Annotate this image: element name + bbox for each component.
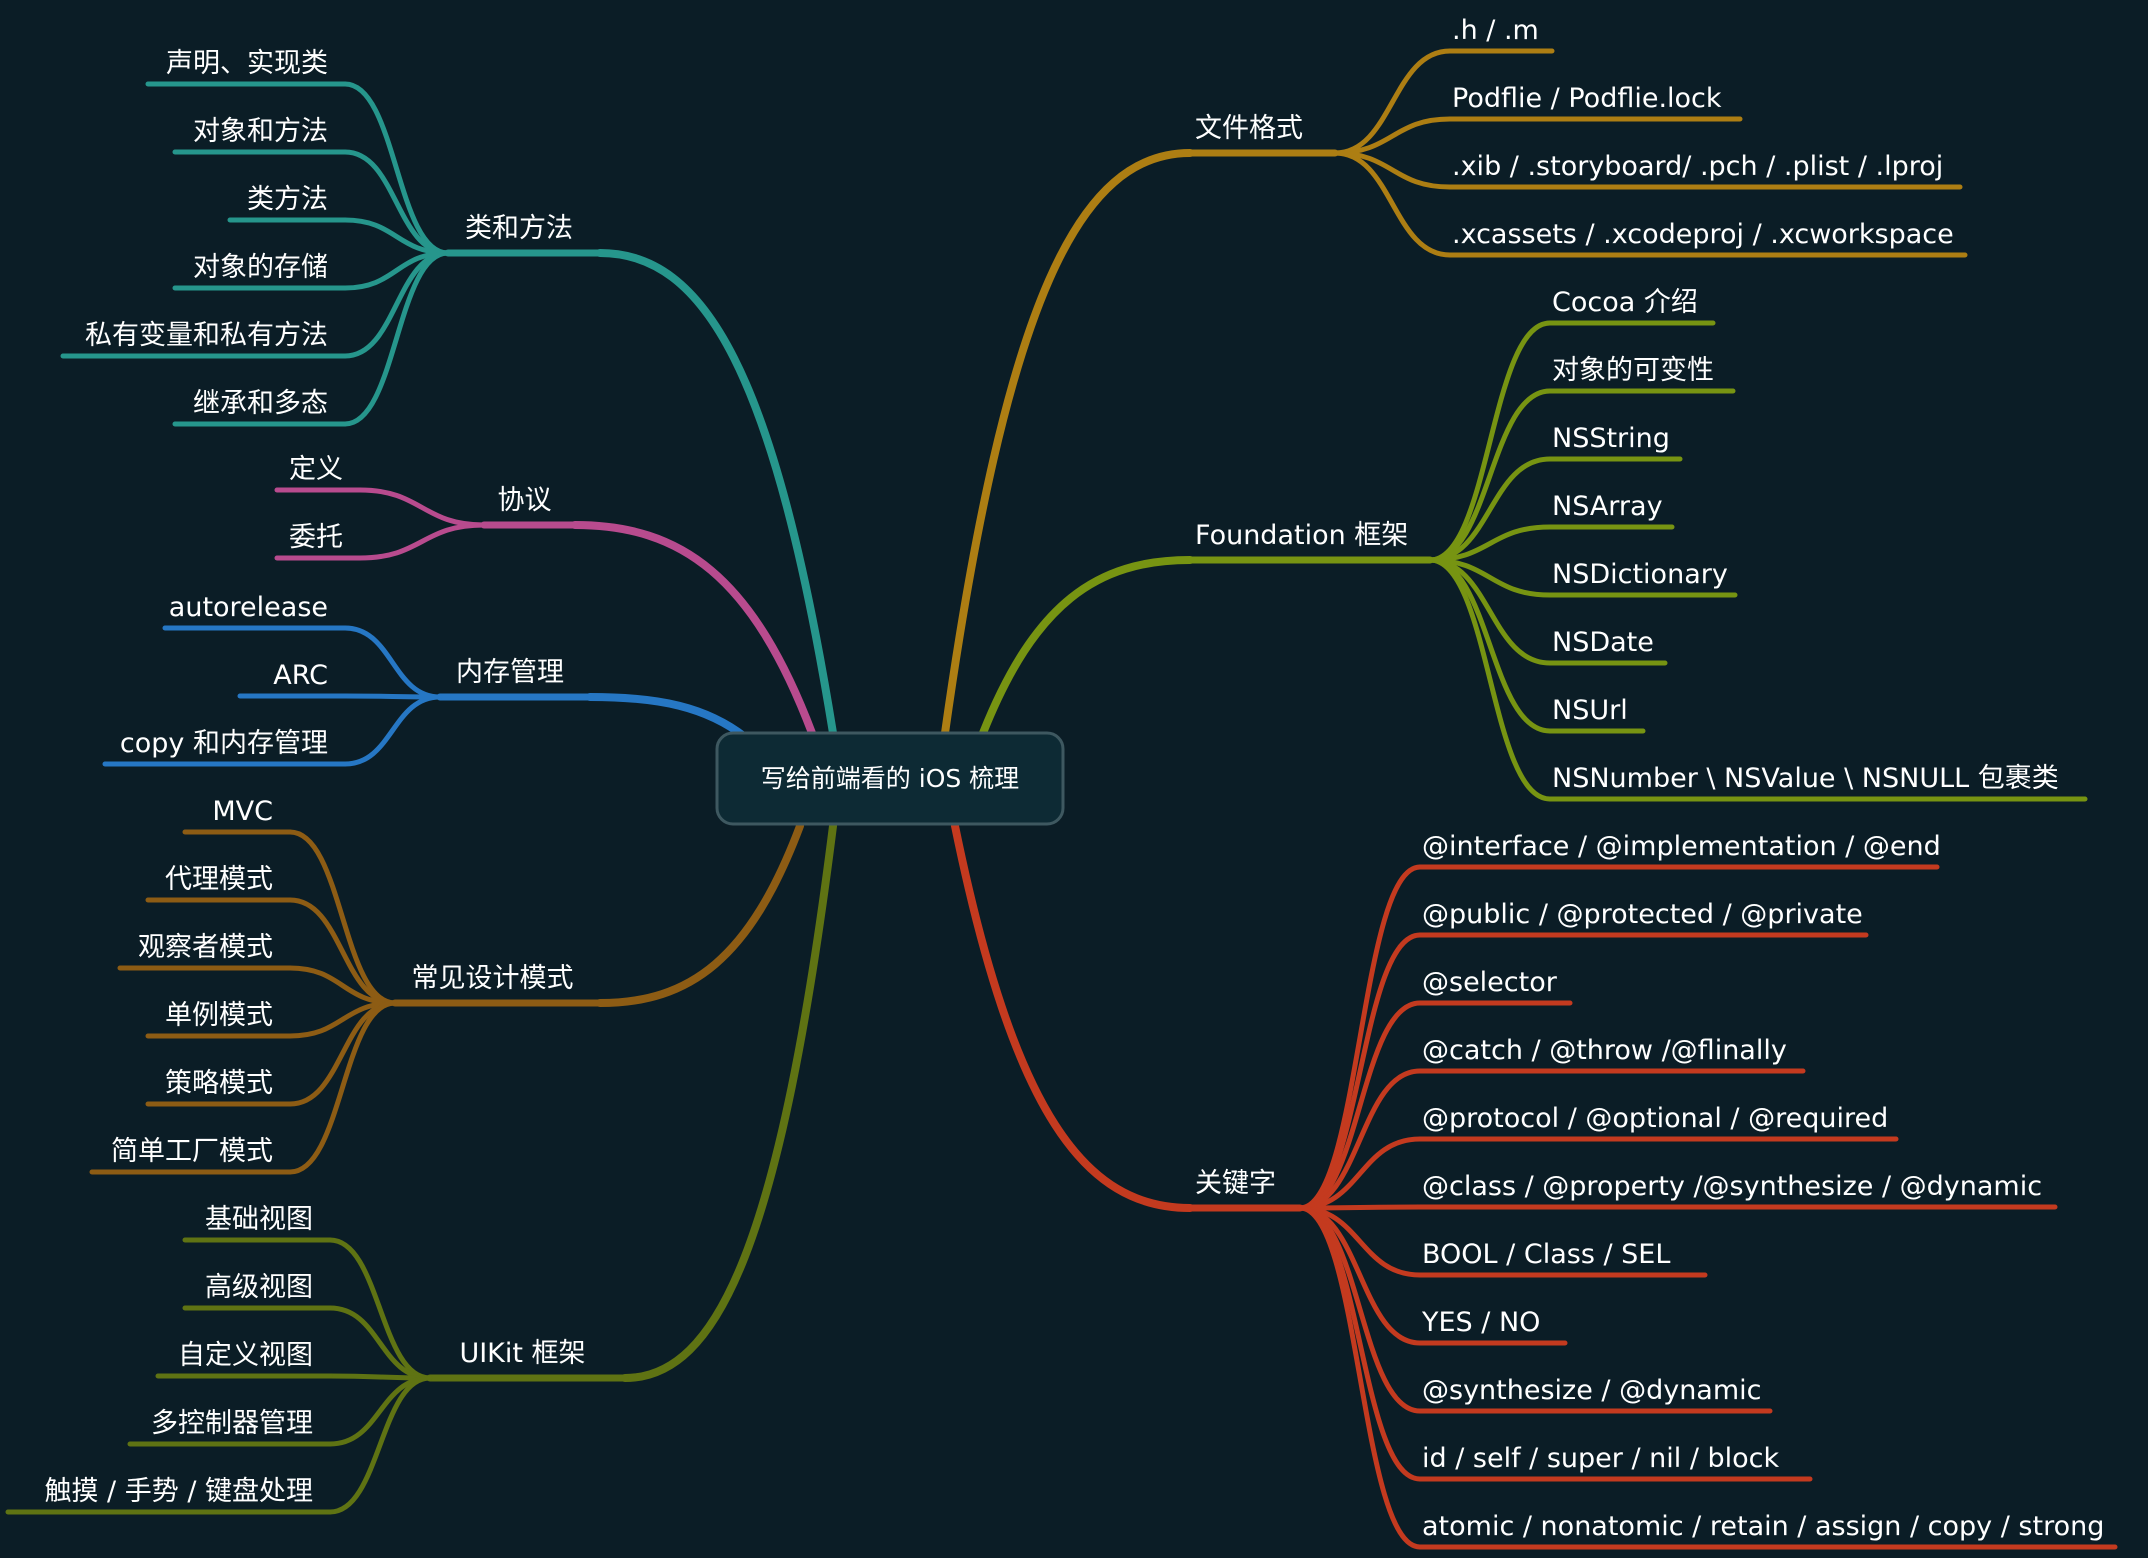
connector-foundation-6 — [1427, 557, 1553, 734]
leaf-label[interactable]: 声明、实现类 — [166, 48, 328, 79]
connector-layer — [5, 48, 2118, 1550]
connector-files-1 — [1332, 116, 1453, 156]
connector-protocol — [571, 521, 816, 737]
connector-keywords-3 — [1297, 1068, 1423, 1211]
leaf-label[interactable]: 自定义视图 — [178, 1340, 313, 1371]
connector-keywords-10 — [1297, 1205, 1423, 1550]
connector-keywords-9 — [1297, 1205, 1423, 1482]
leaf-label[interactable]: 触摸 / 手势 / 键盘处理 — [44, 1476, 313, 1507]
connector-uikit-0 — [327, 1237, 433, 1381]
branch-label-uikit[interactable]: UIKit 框架 — [459, 1338, 585, 1369]
connector-protocol-1 — [357, 522, 487, 561]
connector-foundation-7 — [1427, 557, 1553, 802]
leaf-label[interactable]: id / self / super / nil / block — [1422, 1443, 1780, 1474]
leaf-label[interactable]: NSDate — [1552, 627, 1654, 658]
leaf-label[interactable]: NSArray — [1552, 491, 1663, 522]
branch-label-files[interactable]: 文件格式 — [1195, 113, 1303, 144]
connector-patterns-0 — [287, 829, 398, 1006]
leaf-label[interactable]: 继承和多态 — [193, 388, 328, 419]
connector-keywords-0 — [1297, 864, 1423, 1211]
leaf-label[interactable]: ARC — [273, 660, 328, 691]
connector-classes-0 — [342, 81, 451, 256]
connector-foundation-2 — [1427, 456, 1553, 563]
leaf-label[interactable]: 基础视图 — [205, 1204, 313, 1235]
connector-foundation-0 — [1427, 320, 1553, 563]
connector-memory-2 — [342, 694, 443, 767]
leaf-label[interactable]: NSUrl — [1552, 695, 1628, 726]
connector-foundation-1 — [1427, 388, 1553, 563]
leaf-label[interactable]: 单例模式 — [165, 1000, 273, 1031]
connector-keywords-2 — [1297, 1000, 1423, 1211]
connector-files — [941, 149, 1194, 737]
leaf-label[interactable]: @public / @protected / @private — [1422, 899, 1863, 930]
branch-label-foundation[interactable]: Foundation 框架 — [1195, 520, 1408, 551]
connector-classes-1 — [342, 149, 451, 256]
leaf-label[interactable]: 多控制器管理 — [151, 1408, 313, 1439]
connector-keywords — [951, 822, 1194, 1212]
root-node[interactable]: 写给前端看的 iOS 梳理 — [715, 731, 1065, 826]
connector-keywords-4 — [1297, 1136, 1423, 1211]
leaf-label[interactable]: 定义 — [289, 454, 343, 485]
leaf-label[interactable]: @synthesize / @dynamic — [1422, 1375, 1762, 1406]
leaf-label[interactable]: atomic / nonatomic / retain / assign / c… — [1422, 1511, 2104, 1542]
leaf-label[interactable]: Cocoa 介绍 — [1552, 287, 1698, 318]
connector-memory-0 — [342, 625, 443, 700]
leaf-label[interactable]: NSNumber \ NSValue \ NSNULL 包裹类 — [1552, 763, 2059, 794]
connector-classes-5 — [342, 250, 451, 427]
branch-label-memory[interactable]: 内存管理 — [456, 657, 564, 688]
leaf-label[interactable]: 观察者模式 — [138, 932, 273, 963]
leaf-label[interactable]: 策略模式 — [165, 1068, 273, 1099]
leaf-label[interactable]: 对象和方法 — [193, 116, 328, 147]
branch-label-protocol[interactable]: 协议 — [498, 485, 552, 516]
leaf-label[interactable]: 对象的存储 — [193, 252, 328, 283]
leaf-label[interactable]: .h / .m — [1452, 15, 1539, 46]
connector-protocol-0 — [357, 487, 487, 528]
leaf-label[interactable]: copy 和内存管理 — [120, 728, 328, 759]
connector-patterns-5 — [287, 1000, 398, 1175]
leaf-label[interactable]: @catch / @throw /@flinally — [1422, 1035, 1787, 1066]
connector-uikit-1 — [327, 1305, 433, 1381]
connector-foundation — [979, 556, 1194, 737]
leaf-label[interactable]: Podflie / Podflie.lock — [1452, 83, 1722, 114]
leaf-label[interactable]: 类方法 — [247, 184, 328, 215]
leaf-label[interactable]: NSString — [1552, 423, 1670, 454]
leaf-label[interactable]: .xcassets / .xcodeproj / .xcworkspace — [1452, 219, 1954, 250]
leaf-label[interactable]: MVC — [212, 796, 273, 827]
connector-keywords-1 — [1297, 932, 1423, 1211]
leaf-label[interactable]: 高级视图 — [205, 1272, 313, 1303]
root-node-label: 写给前端看的 iOS 梳理 — [761, 764, 1019, 793]
leaf-label[interactable]: YES / NO — [1421, 1307, 1540, 1338]
connector-uikit — [621, 822, 837, 1382]
connector-foundation-3 — [1427, 524, 1553, 563]
connector-patterns-1 — [287, 897, 398, 1006]
leaf-label[interactable]: NSDictionary — [1552, 559, 1728, 590]
root-node-box[interactable] — [715, 731, 1065, 826]
connector-keywords-7 — [1297, 1205, 1423, 1346]
leaf-label[interactable]: @interface / @implementation / @end — [1422, 831, 1941, 862]
connector-classes — [596, 249, 837, 737]
branch-label-keywords[interactable]: 关键字 — [1195, 1168, 1276, 1199]
leaf-label[interactable]: @selector — [1422, 967, 1558, 998]
connector-patterns — [596, 822, 804, 1007]
leaf-label[interactable]: 对象的可变性 — [1552, 355, 1714, 386]
connector-files-0 — [1332, 48, 1453, 156]
leaf-label[interactable]: autorelease — [169, 592, 328, 623]
branch-label-patterns[interactable]: 常见设计模式 — [412, 963, 574, 994]
leaf-label[interactable]: 代理模式 — [165, 864, 273, 895]
leaf-label[interactable]: .xib / .storyboard/ .pch / .plist / .lpr… — [1452, 151, 1943, 182]
connector-uikit-4 — [327, 1375, 433, 1515]
leaf-label[interactable]: @class / @property /@synthesize / @dynam… — [1422, 1171, 2042, 1202]
leaf-label[interactable]: 简单工厂模式 — [111, 1136, 273, 1167]
connector-uikit-3 — [327, 1375, 433, 1447]
connector-memory — [586, 693, 749, 741]
leaf-label[interactable]: 私有变量和私有方法 — [85, 320, 328, 351]
leaf-label[interactable]: @protocol / @optional / @required — [1422, 1103, 1888, 1134]
branch-label-classes[interactable]: 类和方法 — [465, 213, 573, 244]
connector-files-3 — [1332, 150, 1453, 258]
leaf-label[interactable]: BOOL / Class / SEL — [1422, 1239, 1670, 1270]
leaf-label[interactable]: 委托 — [289, 522, 343, 553]
